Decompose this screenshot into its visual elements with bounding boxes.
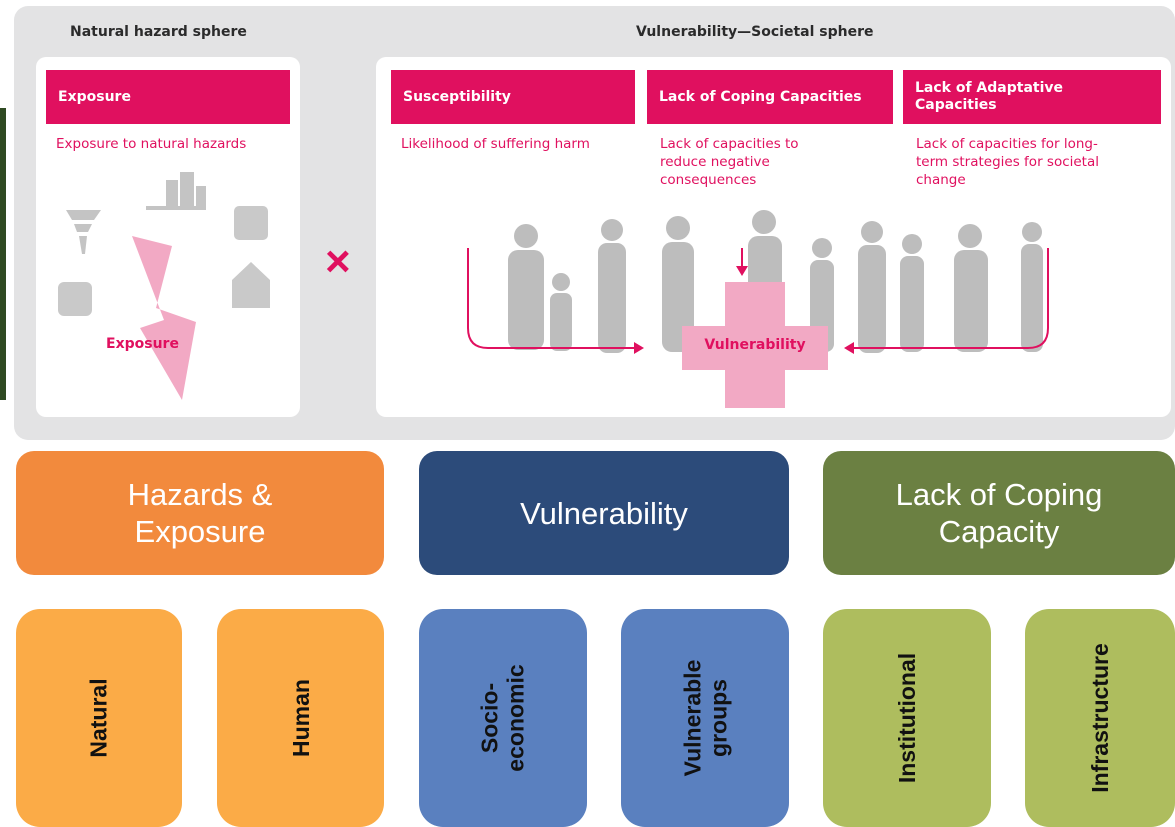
society-illustration (467, 210, 1049, 408)
exposure-description: Exposure to natural hazards (56, 136, 247, 152)
component-human-label: Human (287, 679, 314, 757)
component-socio-economic: Socio- economic (419, 609, 587, 827)
exposure-label: Exposure (106, 336, 179, 352)
drought-icon (234, 206, 268, 240)
category-lack-of-coping-capacity: Lack of Coping Capacity (823, 451, 1175, 575)
component-natural: Natural (16, 609, 182, 827)
category-hazards-exposure-label: Hazards & Exposure (127, 477, 273, 549)
component-infrastructure: Infrastructure (1025, 609, 1175, 827)
natural-sphere-title: Natural hazard sphere (70, 24, 247, 40)
tornado-icon (66, 210, 101, 254)
right-flow-arrow (854, 248, 1049, 349)
category-vulnerability: Vulnerability (419, 451, 789, 575)
adaptive-capacities-description: Lack of capacities for long-term strateg… (916, 136, 1099, 188)
lightning-icon (132, 236, 196, 400)
vulnerability-label: Vulnerability (704, 337, 806, 353)
vulnerability-cross (682, 282, 828, 408)
category-hazards-exposure: Hazards & Exposure (16, 451, 384, 575)
societal-sphere-title: Vulnerability—Societal sphere (636, 24, 874, 40)
susceptibility-description: Likelihood of suffering harm (401, 136, 590, 152)
left-edge-bar (0, 108, 6, 400)
left-arrowhead (634, 342, 644, 354)
right-arrowhead (844, 342, 854, 354)
component-institutional: Institutional (823, 609, 991, 827)
coping-capacities-header: Lack of Coping Capacities (647, 70, 893, 124)
component-socio-economic-label: Socio- economic (477, 664, 529, 772)
category-coping-label: Lack of Coping Capacity (895, 477, 1103, 549)
adaptive-capacities-header: Lack of Adaptative Capacities (903, 70, 1161, 124)
multiply-operator: × (325, 237, 351, 286)
coping-capacities-description: Lack of capacities to reduce negative co… (660, 136, 799, 188)
flood-house-icon (232, 262, 270, 308)
category-vulnerability-label: Vulnerability (520, 495, 688, 531)
susceptibility-header: Susceptibility (391, 70, 635, 124)
down-arrowhead (736, 266, 748, 276)
left-flow-arrow (467, 248, 634, 349)
component-institutional-label: Institutional (893, 652, 920, 784)
component-natural-label: Natural (86, 678, 112, 758)
component-human: Human (217, 609, 384, 827)
component-vulnerable-groups: Vulnerable groups (621, 609, 789, 827)
exposure-illustration (58, 172, 270, 400)
component-infrastructure-label: Infrastructure (1086, 643, 1113, 793)
wave-icon (58, 282, 92, 316)
component-vulnerable-groups-label: Vulnerable groups (679, 659, 731, 777)
exposure-header: Exposure (46, 70, 290, 124)
city-icon (146, 172, 206, 210)
